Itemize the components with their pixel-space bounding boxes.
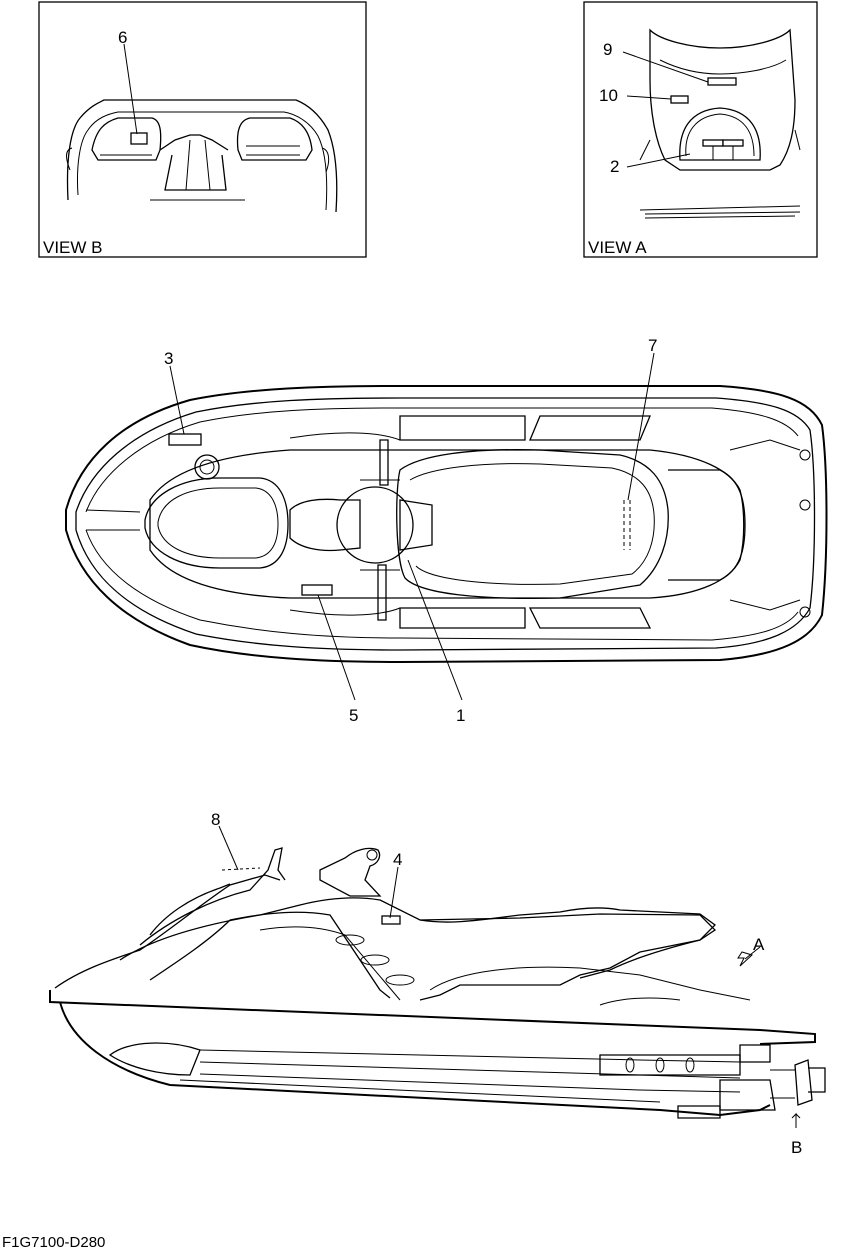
top-decal-5 [301, 584, 333, 596]
view-b-title: VIEW B [43, 238, 103, 257]
view-a-frame [583, 1, 818, 258]
callout-4: 4 [393, 850, 402, 869]
arrow-label-a: A [753, 935, 765, 954]
side-hull-bottom [59, 1001, 771, 1117]
view-a-decal-2a [702, 139, 724, 147]
leader-2 [626, 153, 691, 168]
arrow-view-b [791, 1112, 801, 1128]
callout-5: 5 [349, 706, 358, 725]
callout-10: 10 [599, 86, 618, 105]
callout-1: 1 [456, 706, 465, 725]
side-upper-shroud [119, 897, 717, 979]
leader-7 [627, 352, 655, 501]
callout-8: 8 [211, 810, 220, 829]
side-handlebar-pod [319, 847, 382, 897]
leader-6 [123, 43, 138, 135]
leader-8 [218, 825, 239, 871]
top-decal-3 [168, 433, 202, 446]
top-storage-hood [144, 477, 289, 569]
view-b-hull-outline [66, 99, 338, 213]
side-seat [419, 907, 716, 1001]
side-decal-4 [381, 915, 401, 925]
drawing-code: F1G7100-D280 [2, 1234, 105, 1249]
view-b-frame [38, 1, 367, 258]
view-a-decal-2b [722, 139, 744, 147]
callout-3: 3 [164, 349, 173, 368]
view-a-title: VIEW A [588, 238, 647, 257]
side-gunwale [49, 990, 816, 1045]
leader-3 [169, 365, 185, 435]
arrow-label-b: B [791, 1138, 802, 1157]
side-decal-8 [221, 867, 261, 871]
leader-1 [407, 559, 463, 701]
top-fuel-cap [194, 454, 220, 480]
top-seat [396, 449, 669, 599]
top-view: 3 7 5 1 [65, 336, 828, 725]
callout-6: 6 [118, 28, 127, 47]
view-b-decal-6 [130, 132, 148, 145]
side-view: 8 4 A B [49, 810, 826, 1157]
leader-10 [626, 95, 672, 100]
view-a-decal-9 [707, 77, 737, 86]
leader-4 [389, 866, 399, 919]
top-steering-pod [336, 486, 414, 564]
view-b-panel: 6 VIEW B [38, 1, 367, 258]
leader-5 [317, 594, 356, 701]
view-a-bow-outline [649, 28, 796, 171]
callout-9: 9 [603, 40, 612, 59]
callout-2: 2 [610, 157, 619, 176]
callout-7: 7 [648, 336, 657, 355]
view-a-decal-10 [670, 95, 689, 104]
view-a-panel: 9 10 2 VIEW A [583, 1, 818, 258]
top-hull-outline [65, 385, 828, 664]
side-bow-deck [54, 874, 281, 989]
leader-9 [622, 51, 709, 83]
arrow-view-a [737, 951, 753, 967]
